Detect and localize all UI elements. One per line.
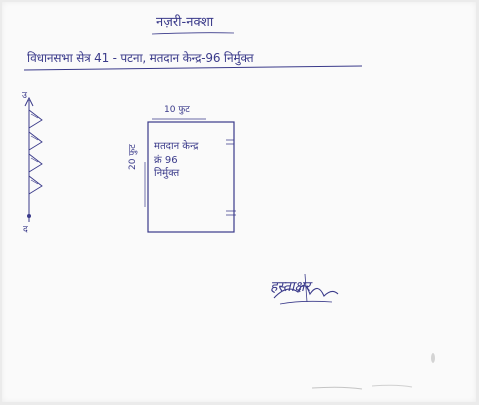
- plot-label-line1: मतदान केन्द्र: [154, 141, 199, 152]
- plot-label-line2: क्रं 96: [154, 154, 178, 166]
- plot-rectangle: [147, 121, 235, 233]
- compass-north-label: उ: [22, 91, 27, 101]
- signature: हस्ताक्षर: [270, 279, 311, 295]
- scan-mark: [311, 386, 363, 390]
- plot-label-line3: निर्मुक्त: [154, 168, 180, 179]
- scan-speck: [431, 353, 435, 363]
- plot-width-label: 10 फुट: [164, 105, 190, 115]
- header-line: विधानसभा सेत्र 41 - पटना, मतदान केन्द्र-…: [27, 51, 254, 65]
- document-title: नज़री-नक्शा: [156, 15, 214, 30]
- plot-label: मतदान केन्द्र क्रं 96 निर्मुक्त: [154, 140, 226, 181]
- compass-south-label: द: [23, 225, 28, 235]
- title-underline: [151, 32, 235, 35]
- compass-hatching: [28, 109, 43, 195]
- compass-base: [27, 214, 31, 218]
- compass-arrow: [24, 96, 34, 107]
- header-underline: [23, 65, 363, 71]
- hand-drawn-ink: [23, 32, 435, 390]
- document-sheet: नज़री-नक्शा विधानसभा सेत्र 41 - पटना, मत…: [2, 2, 476, 402]
- plot-length-label: 20 फुट: [128, 144, 138, 170]
- door-mark-bottom: [226, 210, 236, 216]
- signature-scribble: [273, 284, 339, 299]
- door-mark-top: [226, 139, 234, 145]
